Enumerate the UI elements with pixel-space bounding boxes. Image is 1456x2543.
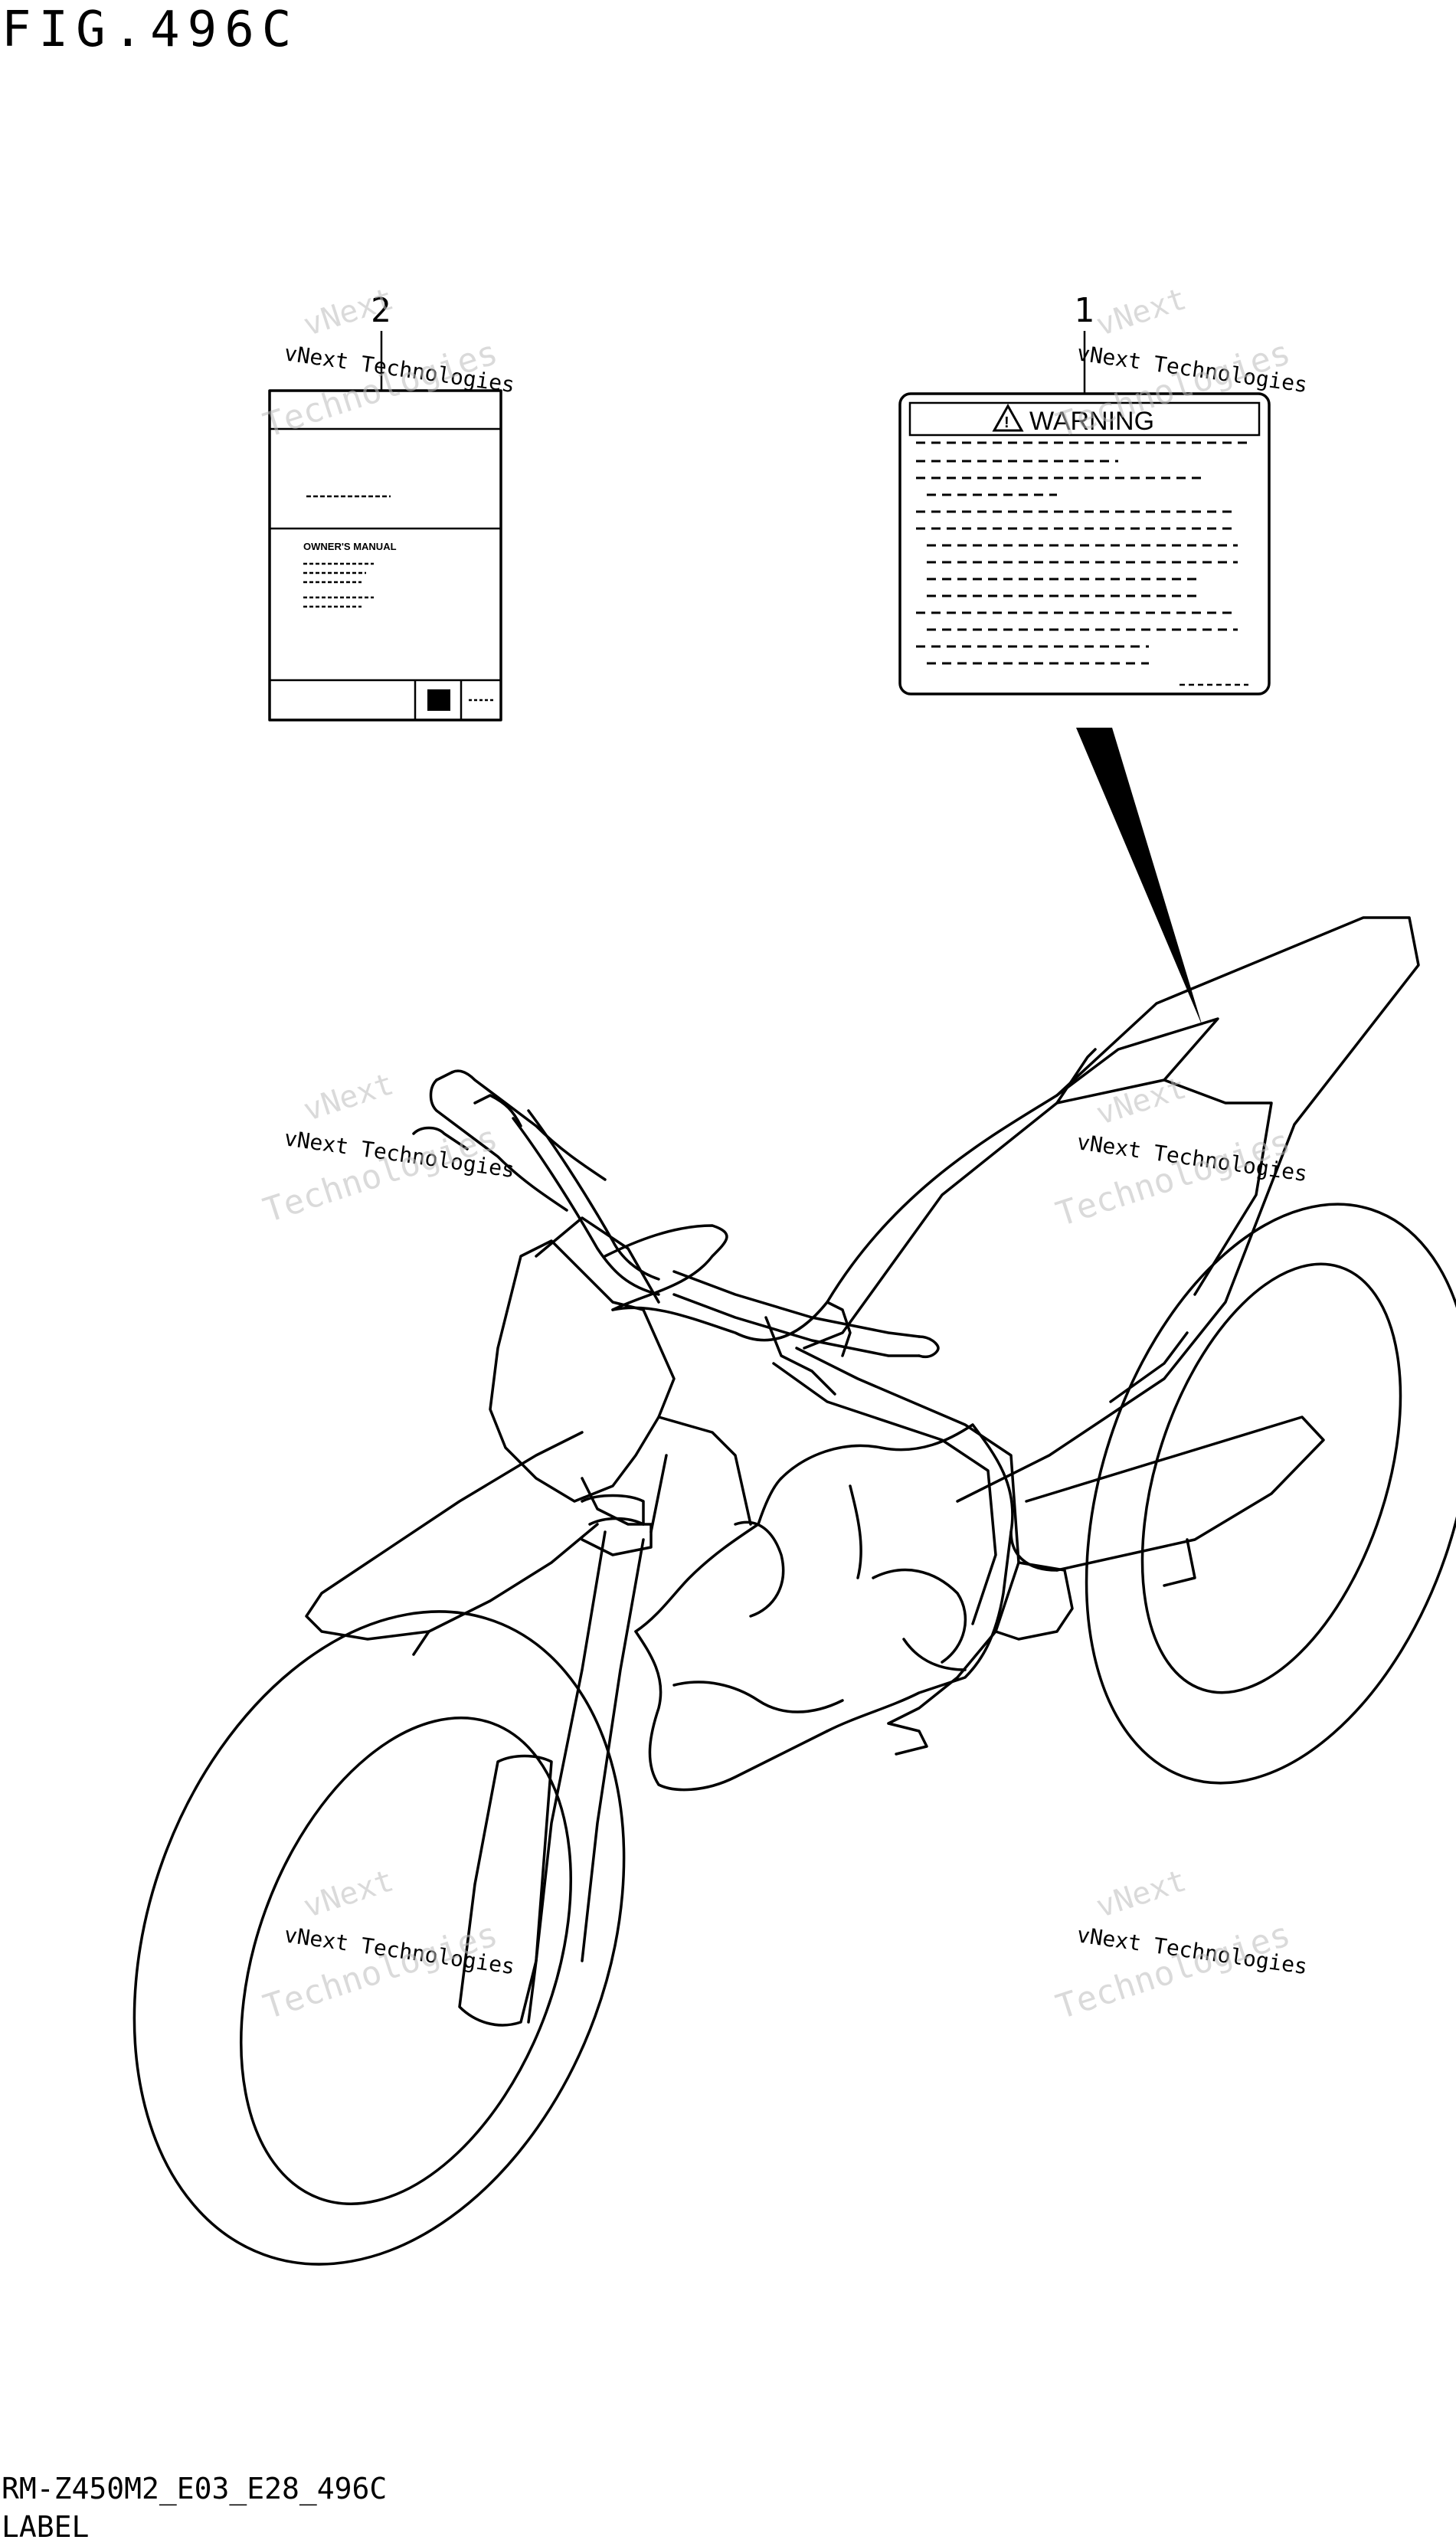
warning-heading: WARNING (1029, 407, 1154, 436)
callout-number-1[interactable]: 1 (1074, 291, 1094, 330)
watermark-5: vNext Technologies vNext Technologies (259, 1863, 516, 2027)
figure-section: LABEL (2, 2510, 89, 2543)
owners-manual-drawing: 2 OWNER'S MANUAL (268, 291, 502, 722)
svg-text:vNext: vNext (299, 281, 398, 343)
svg-text:vNext: vNext (299, 1066, 398, 1128)
warning-label-drawing: 1 ! WARNING (898, 291, 1271, 695)
svg-text:!: ! (1004, 414, 1009, 431)
figure-code: RM-Z450M2_E03_E28_496C (2, 2472, 387, 2506)
figure-title: FIG.496C (2, 2, 299, 58)
svg-text:vNext: vNext (1092, 281, 1191, 343)
warning-triangle-icon (992, 403, 1024, 432)
label-pointer (1076, 728, 1202, 1026)
watermark-3: vNext Technologies vNext Technologies (259, 1066, 516, 1230)
svg-text:vNext: vNext (1092, 1863, 1191, 1925)
svg-text:vNext: vNext (1092, 1070, 1191, 1132)
svg-text:vNext: vNext (299, 1863, 398, 1925)
watermark-6: vNext Technologies vNext Technologies (1052, 1863, 1309, 2027)
callout-number-2[interactable]: 2 (371, 291, 391, 330)
manual-heading: OWNER'S MANUAL (303, 541, 397, 552)
motorcycle-drawing (133, 916, 1456, 2266)
watermarks: vNext Technologies vNext Technologies vN… (259, 281, 1309, 2027)
watermark-1: vNext Technologies vNext Technologies (259, 281, 516, 445)
brand-logo-icon (427, 689, 450, 711)
